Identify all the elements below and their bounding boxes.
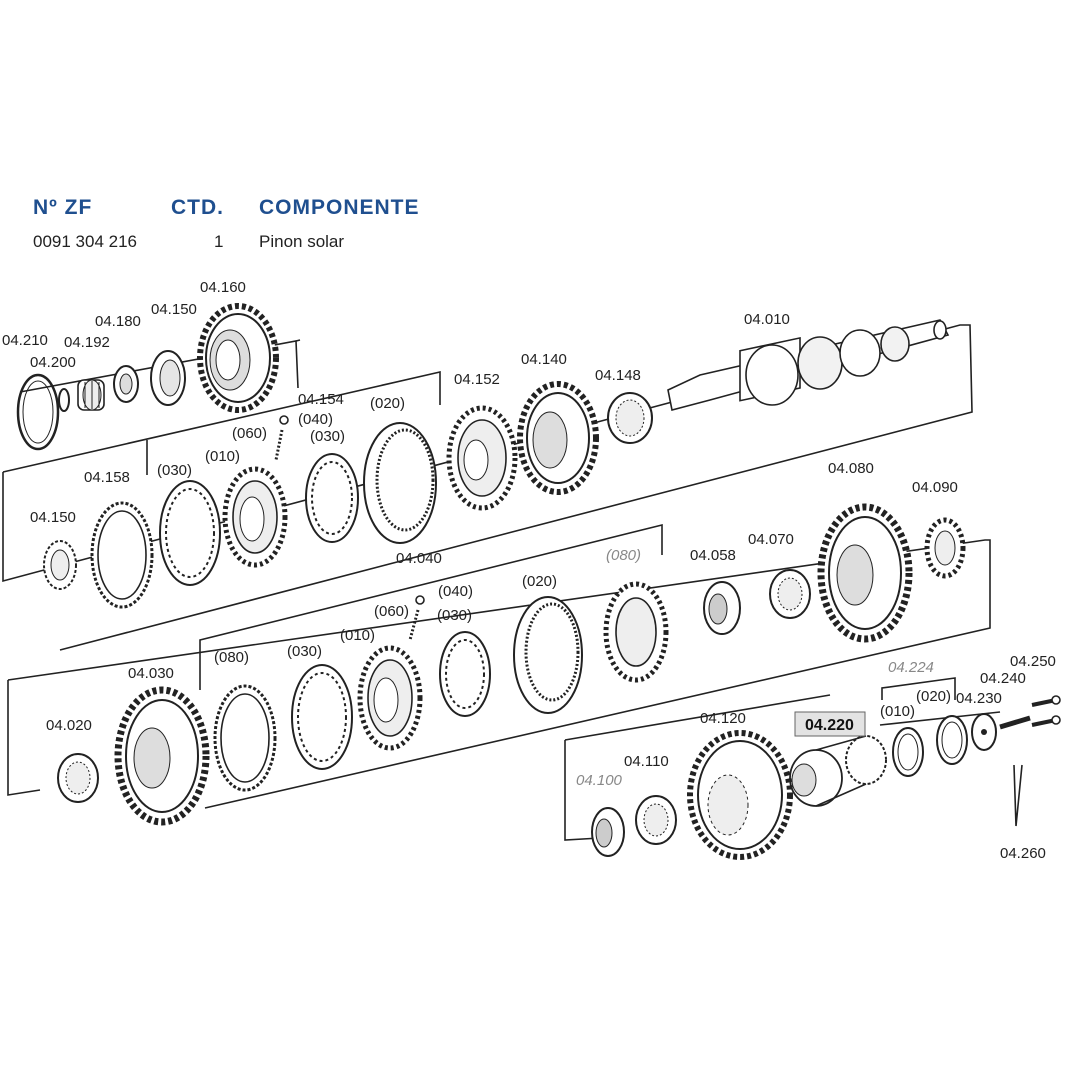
label-04010: 04.010 xyxy=(744,311,790,328)
part-04100-bushing[interactable] xyxy=(591,807,625,857)
label-04240: 04.240 xyxy=(980,670,1026,687)
part-04210-circlip[interactable] xyxy=(16,373,60,451)
label-04020: 04.020 xyxy=(46,717,92,734)
part-04080-gear[interactable] xyxy=(817,503,913,643)
label-040-b: (040) xyxy=(438,583,473,600)
part-060-spring-top[interactable] xyxy=(274,415,289,461)
label-04154: 04.154 xyxy=(298,391,344,408)
part-04150-bearing-mid[interactable] xyxy=(43,540,77,590)
part-04160-gear[interactable] xyxy=(197,303,279,413)
part-04192-bearing[interactable] xyxy=(77,379,105,411)
part-04158-ring[interactable] xyxy=(90,501,154,609)
part-020-washer-right[interactable] xyxy=(936,715,968,765)
label-04140: 04.140 xyxy=(521,351,567,368)
part-04010-mainshaft[interactable] xyxy=(667,319,950,411)
axis-line-4 xyxy=(564,740,601,841)
label-010-a: (010) xyxy=(205,448,240,465)
label-04120: 04.120 xyxy=(700,710,746,727)
part-04070-needle-bearing[interactable] xyxy=(769,569,811,619)
part-020-sleeve-mid[interactable] xyxy=(513,596,583,714)
label-030-c: (030) xyxy=(437,607,472,624)
part-030-ring-top2[interactable] xyxy=(159,480,221,586)
part-04152-synchro-hub[interactable] xyxy=(446,405,518,511)
label-04160: 04.160 xyxy=(200,279,246,296)
label-080-b: (080) xyxy=(606,547,641,564)
label-080-a: (080) xyxy=(214,649,249,666)
label-04090: 04.090 xyxy=(912,479,958,496)
part-060-spring-mid[interactable] xyxy=(408,595,425,641)
label-030-b: (030) xyxy=(310,428,345,445)
label-04220-highlighted: 04.220 xyxy=(805,717,854,734)
part-04120-ring-gear[interactable] xyxy=(687,730,793,860)
part-04090-gear[interactable] xyxy=(924,517,966,579)
part-030-ring-mid2[interactable] xyxy=(291,664,353,770)
label-04152: 04.152 xyxy=(454,371,500,388)
part-04150-bearing-top[interactable] xyxy=(150,350,186,406)
cell-part-number: 0091 304 216 xyxy=(33,232,137,251)
part-04030-gear[interactable] xyxy=(114,686,210,826)
label-04058: 04.058 xyxy=(690,547,736,564)
label-04070: 04.070 xyxy=(748,531,794,548)
part-04058-bushing[interactable] xyxy=(703,581,741,635)
label-04100: 04.100 xyxy=(576,772,623,789)
axis-line-3 xyxy=(7,680,41,796)
label-04192: 04.192 xyxy=(64,334,110,351)
part-080-ring-mid[interactable] xyxy=(213,684,277,792)
label-04180: 04.180 xyxy=(95,313,141,330)
part-04180-nut[interactable] xyxy=(113,365,139,403)
highlight-box xyxy=(794,711,866,737)
label-030-a: (030) xyxy=(157,462,192,479)
part-010-gear-mid[interactable] xyxy=(357,645,423,751)
part-04250-bolts[interactable] xyxy=(1031,695,1061,727)
label-04210: 04.210 xyxy=(2,332,48,349)
label-010-c: (010) xyxy=(880,703,915,720)
header-quantity: CTD. xyxy=(171,196,224,219)
label-04150-mid: 04.150 xyxy=(30,509,76,526)
cell-component: Pinon solar xyxy=(259,232,345,251)
label-04080: 04.080 xyxy=(828,460,874,477)
label-04224: 04.224 xyxy=(888,659,934,676)
part-04140-gear[interactable] xyxy=(517,381,599,495)
label-010-b: (010) xyxy=(340,627,375,644)
label-020-b: (020) xyxy=(522,573,557,590)
part-080-gear-mid[interactable] xyxy=(603,581,669,683)
part-04020-needle-bearing[interactable] xyxy=(57,753,99,803)
part-030-ring-mid[interactable] xyxy=(439,631,491,717)
label-04158: 04.158 xyxy=(84,469,130,486)
part-04200-ring[interactable] xyxy=(58,388,70,412)
part-04148-needle-bearing[interactable] xyxy=(607,392,653,444)
part-04220-sun-pinion[interactable] xyxy=(789,735,887,807)
label-060-a: (060) xyxy=(232,425,267,442)
part-010-gear-top[interactable] xyxy=(222,466,288,568)
label-04040: 04.040 xyxy=(396,550,442,567)
label-04110: 04.110 xyxy=(624,753,669,770)
part-010-washer-right[interactable] xyxy=(892,727,924,777)
part-04230-cover[interactable] xyxy=(971,713,997,751)
label-04148: 04.148 xyxy=(595,367,641,384)
part-04240-pin[interactable] xyxy=(999,715,1031,730)
label-04200: 04.200 xyxy=(30,354,76,371)
label-04250: 04.250 xyxy=(1010,653,1056,670)
label-030-d: (030) xyxy=(287,643,322,660)
label-020-c: (020) xyxy=(916,688,951,705)
label-040-a: (040) xyxy=(298,411,333,428)
label-04150-top: 04.150 xyxy=(151,301,197,318)
label-060-b: (060) xyxy=(374,603,409,620)
label-04230: 04.230 xyxy=(956,690,1002,707)
header-part-number: Nº ZF xyxy=(33,196,93,219)
header-component: COMPONENTE xyxy=(259,196,420,219)
label-04030: 04.030 xyxy=(128,665,174,682)
cell-quantity: 1 xyxy=(214,232,224,251)
part-030-ring-top[interactable] xyxy=(305,453,359,543)
part-04110-needle-bearing[interactable] xyxy=(635,795,677,845)
label-04260: 04.260 xyxy=(1000,845,1046,862)
axis-line-2 xyxy=(2,324,973,651)
part-020-sleeve-top[interactable] xyxy=(363,422,437,544)
label-020-a: (020) xyxy=(370,395,405,412)
